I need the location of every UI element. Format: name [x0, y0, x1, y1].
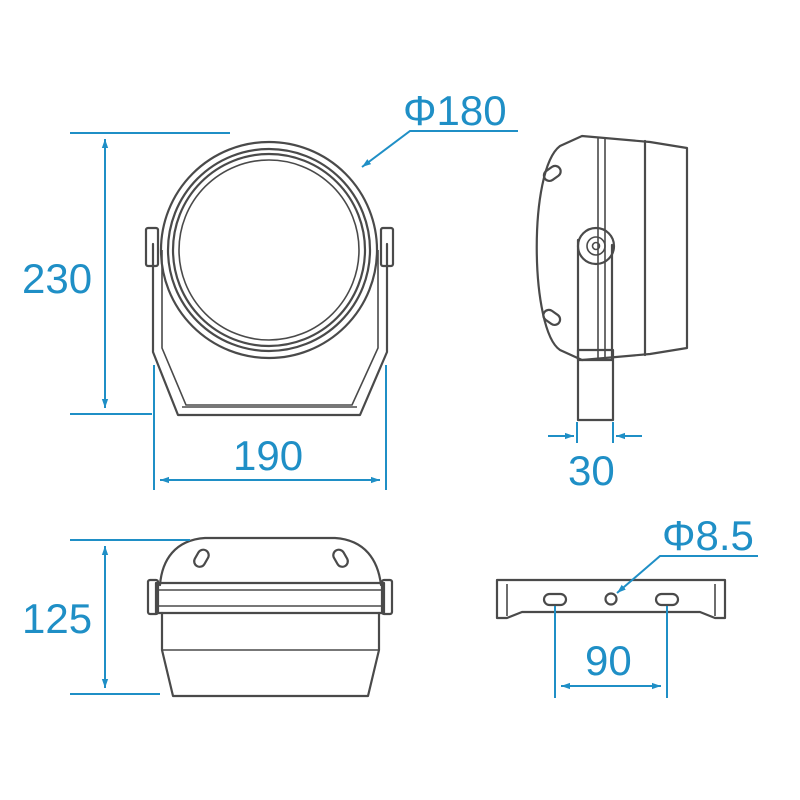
top-dimensions: 125 [22, 539, 190, 695]
bracket-dimensions: Φ8.5 90 [554, 512, 758, 698]
bracket-hole-label: Φ8.5 [662, 512, 754, 559]
front-view [144, 140, 395, 417]
side-dimensions: 30 [548, 422, 642, 494]
side-bracket-width-label: 30 [568, 447, 615, 494]
top-view [146, 536, 394, 698]
bracket-view [495, 578, 727, 620]
front-height-label: 230 [22, 255, 92, 302]
front-diameter-label: Φ180 [403, 87, 507, 134]
front-width-label: 190 [233, 432, 303, 479]
bracket-spacing-label: 90 [585, 637, 632, 684]
side-view [535, 134, 689, 422]
top-height-label: 125 [22, 595, 92, 642]
front-dimensions: 230 190 Φ180 [22, 87, 518, 490]
